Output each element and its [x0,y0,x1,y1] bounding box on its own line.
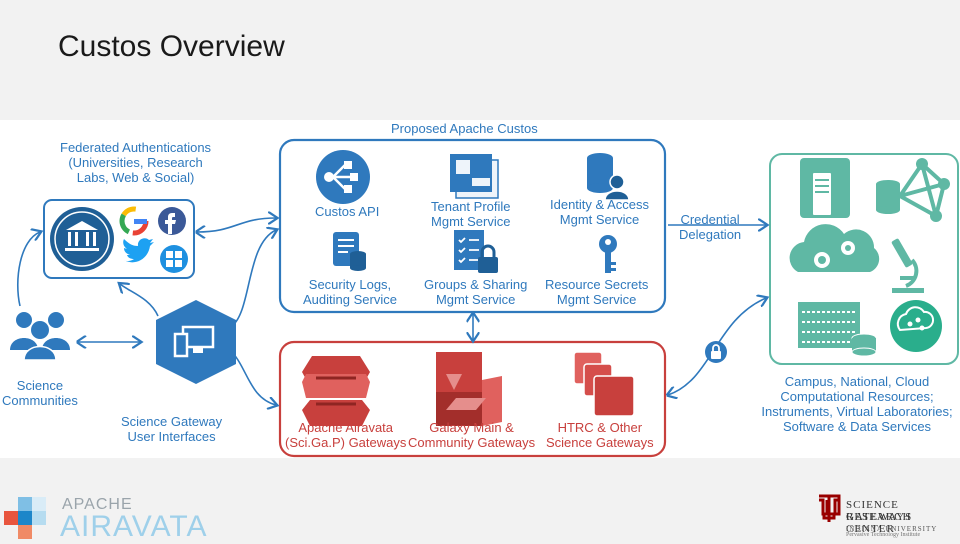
airavata-label: AIRAVATA [60,510,208,543]
proposed-custos-label: Proposed Apache Custos [391,121,538,136]
identity-access-icon [587,153,630,201]
resources-box [769,153,959,365]
custos-api-label: Custos API [315,204,380,219]
people-icon [10,312,70,361]
airavata-logo-icon [4,497,46,539]
htrc-gateway-icon [573,351,635,417]
slide-title: Custos Overview [58,30,285,63]
lock-icon [705,341,727,363]
security-logs-icon [333,232,366,271]
connector-gateway-federated [120,284,159,317]
sgrc-line4: Pervasive Technology Institute [846,532,921,538]
connector-gateway-custos [231,230,276,327]
sgrc-line2: RESEARCH CENTER [846,511,912,535]
university-icon [50,207,114,271]
key-icon [599,235,617,273]
airavata-gateway-label: Apache Airavata(Sci.Ga.P) Gateways [285,420,407,450]
sgrc-line1: SCIENCE GATEWAYS [846,499,913,523]
connector-gateway-gateways [231,351,276,405]
api-icon [316,150,370,204]
connector-federated-custos [197,218,276,232]
windows-icon [160,245,188,273]
federated-label: Federated Authentications(Universities, … [60,140,212,185]
galaxy-gateway-icon [436,352,502,426]
galaxy-gateway-label: Galaxy Main &Community Gateways [408,420,536,450]
apache-label: APACHE [62,496,133,513]
google-icon [119,206,149,236]
groups-sharing-icon [454,230,498,273]
connector-communities-federated [17,232,40,307]
server-icon [800,158,850,218]
security-logs-label: Security Logs,Auditing Service [303,277,397,307]
sgrc-line3: INDIANA UNIVERSITY [846,525,938,533]
twitter-icon [123,238,154,263]
airavata-gateway-icon [302,356,370,426]
data-network-icon [876,158,950,222]
federated-box [43,199,195,279]
custos-diagram [10,138,959,458]
rack-storage-icon [798,302,877,357]
custos-box [278,138,667,314]
facebook-icon [158,207,186,235]
cloud-gears-icon [789,224,880,272]
gateway-hexagon-icon [156,300,236,384]
iu-trident-icon [819,494,841,522]
microscope-icon [891,238,924,293]
tenant-profile-icon [450,154,499,199]
virtual-lab-icon [890,300,942,352]
